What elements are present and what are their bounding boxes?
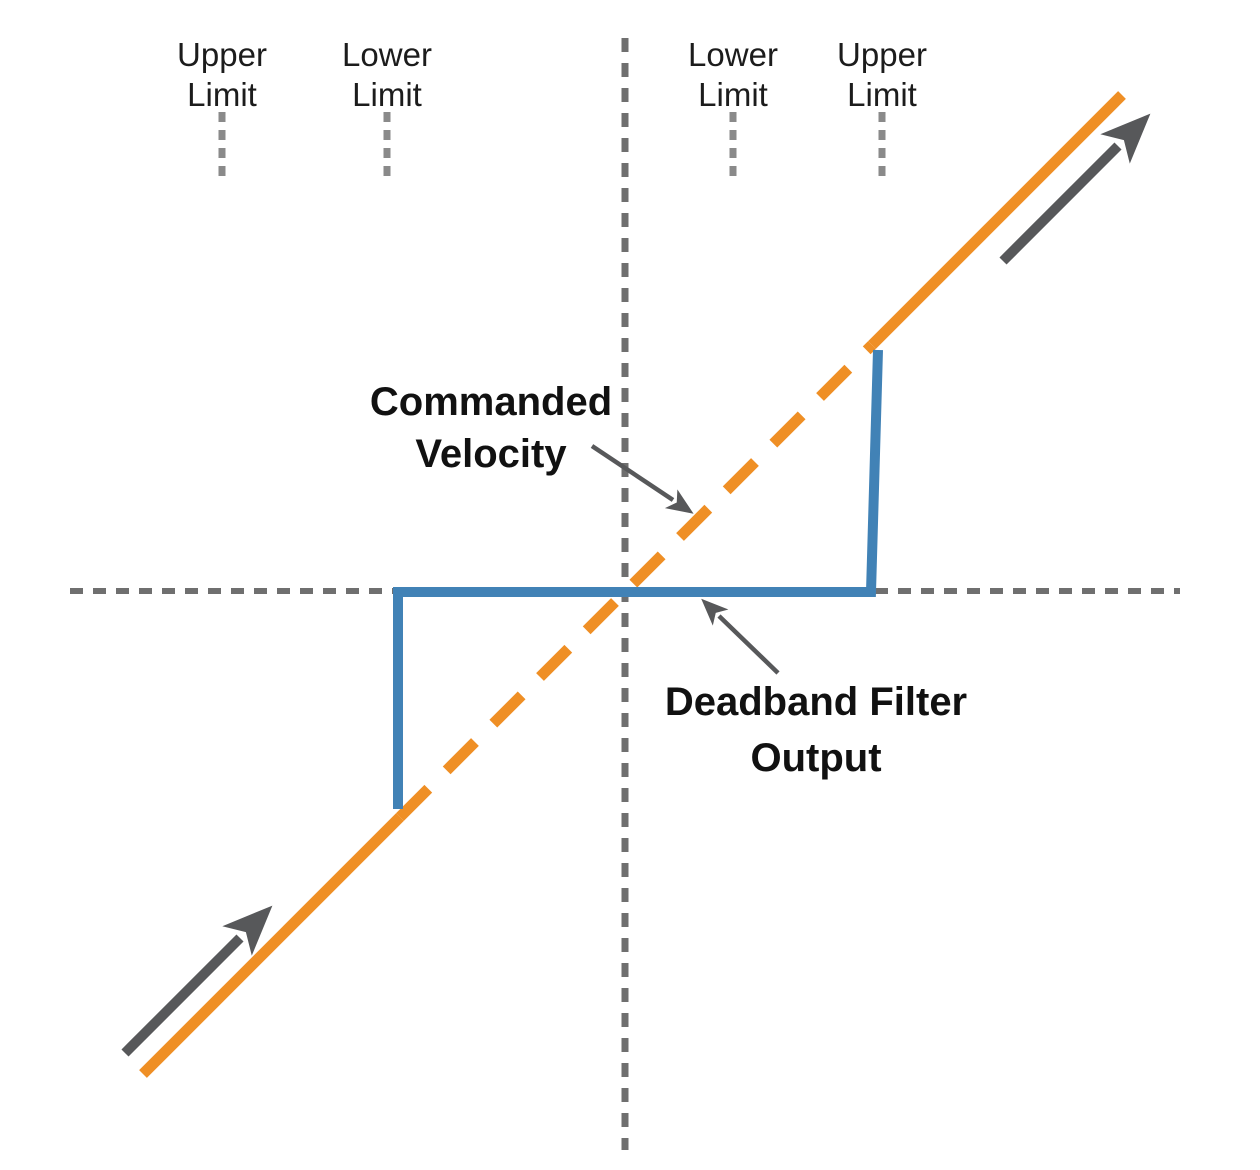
direction-arrow-top-right [999, 113, 1151, 265]
commanded-velocity-line-dashed [396, 341, 876, 821]
label-lower-limit-left-line1: Lower [342, 36, 432, 73]
label-deadband-output-line1: Deadband Filter [665, 680, 967, 724]
label-upper-limit-right-line1: Upper [837, 36, 927, 73]
label-commanded-velocity-line2: Velocity [415, 432, 567, 476]
direction-arrow-bottom-left [121, 905, 273, 1057]
label-lower-limit-left-line2: Limit [352, 76, 422, 113]
label-commanded-velocity-line1: Commanded [370, 380, 612, 424]
label-upper-limit-right-line2: Limit [847, 76, 917, 113]
label-lower-limit-right-line1: Lower [688, 36, 778, 73]
commanded-velocity-pointer-arrow [590, 444, 694, 514]
label-lower-limit-right-line2: Limit [698, 76, 768, 113]
deadband-output-line [393, 349, 883, 809]
label-upper-limit-left-line1: Upper [177, 36, 267, 73]
commanded-velocity-line-solid-lower [139, 813, 404, 1078]
label-deadband-output-line2: Output [750, 736, 881, 780]
deadband-output-pointer-arrow [701, 598, 780, 675]
label-upper-limit-left-line2: Limit [187, 76, 257, 113]
commanded-velocity-line-solid-upper [868, 91, 1126, 349]
